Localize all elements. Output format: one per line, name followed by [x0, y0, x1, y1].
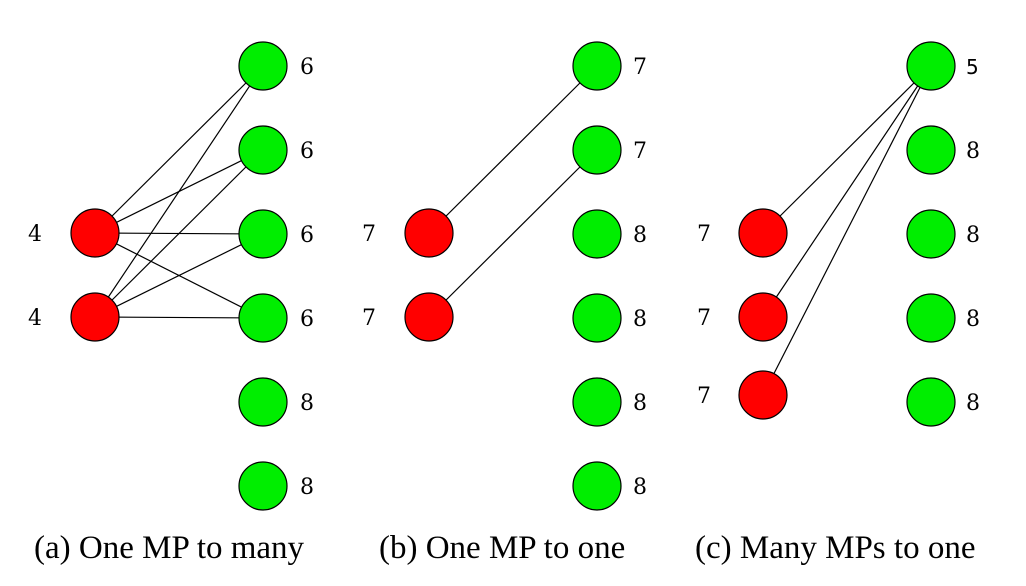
- source-node: [738, 292, 788, 342]
- target-node: [238, 209, 288, 259]
- edge-0-0: [94, 65, 264, 234]
- edge-0-0: [428, 65, 598, 234]
- target-node-label: 8: [633, 223, 647, 248]
- target-node-label: 8: [966, 391, 980, 416]
- source-node-label: 7: [362, 222, 376, 247]
- panel-c: 7 7 7 5 8 8 8 8: [697, 41, 980, 427]
- target-node: [572, 293, 622, 343]
- source-node: [70, 208, 120, 258]
- source-node-label: 7: [362, 306, 376, 331]
- source-node-label: 7: [697, 384, 711, 409]
- target-node: [572, 377, 622, 427]
- source-node-label: 4: [28, 222, 42, 247]
- target-node-label: 8: [633, 475, 647, 500]
- edge-1-2: [94, 233, 264, 318]
- target-node: [572, 41, 622, 91]
- target-node: [572, 125, 622, 175]
- source-node-label: 7: [697, 306, 711, 331]
- target-node-label: 6: [300, 139, 314, 164]
- target-node-label: 6: [300, 307, 314, 332]
- target-node-label: 6: [300, 223, 314, 248]
- caption-panel-c: (c) Many MPs to one: [695, 530, 976, 566]
- target-node-label: 7: [633, 55, 647, 80]
- source-node-label: 4: [28, 306, 42, 331]
- source-node: [70, 292, 120, 342]
- target-node: [572, 461, 622, 511]
- target-node: [906, 125, 956, 175]
- panel-b: 7 7 7 7 8 8 8 8: [362, 41, 647, 511]
- target-node-label: 8: [966, 139, 980, 164]
- target-node-label: 6: [300, 55, 314, 80]
- caption-panel-a: (a) One MP to many: [34, 530, 305, 566]
- panel-a: 4 4 6 6 6 6 8 8: [28, 41, 314, 511]
- edge-2-0: [762, 65, 932, 396]
- target-node-label: 7: [633, 139, 647, 164]
- source-node: [738, 370, 788, 420]
- target-node-label: 8: [966, 307, 980, 332]
- target-node: [906, 377, 956, 427]
- edge-0-0: [762, 65, 932, 234]
- source-node: [404, 208, 454, 258]
- target-node-label: 8: [633, 391, 647, 416]
- target-node-label: 8: [300, 475, 314, 500]
- target-node-label: 8: [633, 307, 647, 332]
- target-node: [238, 293, 288, 343]
- target-node: [572, 209, 622, 259]
- edge-1-1: [428, 149, 598, 318]
- target-node: [238, 125, 288, 175]
- edge-1-1: [94, 149, 264, 318]
- target-node: [906, 209, 956, 259]
- target-node: [906, 293, 956, 343]
- target-node: [238, 377, 288, 427]
- target-node-label: 5: [966, 55, 979, 79]
- source-node: [738, 208, 788, 258]
- edge-1-0: [762, 65, 932, 318]
- target-node: [906, 41, 956, 91]
- target-node: [238, 41, 288, 91]
- edge-1-3: [94, 316, 264, 319]
- target-node-label: 8: [300, 391, 314, 416]
- edge-1-0: [94, 65, 264, 318]
- target-node-label: 8: [966, 223, 980, 248]
- source-node-label: 7: [697, 222, 711, 247]
- source-node: [404, 292, 454, 342]
- caption-panel-b: (b) One MP to one: [379, 530, 626, 566]
- target-node: [238, 461, 288, 511]
